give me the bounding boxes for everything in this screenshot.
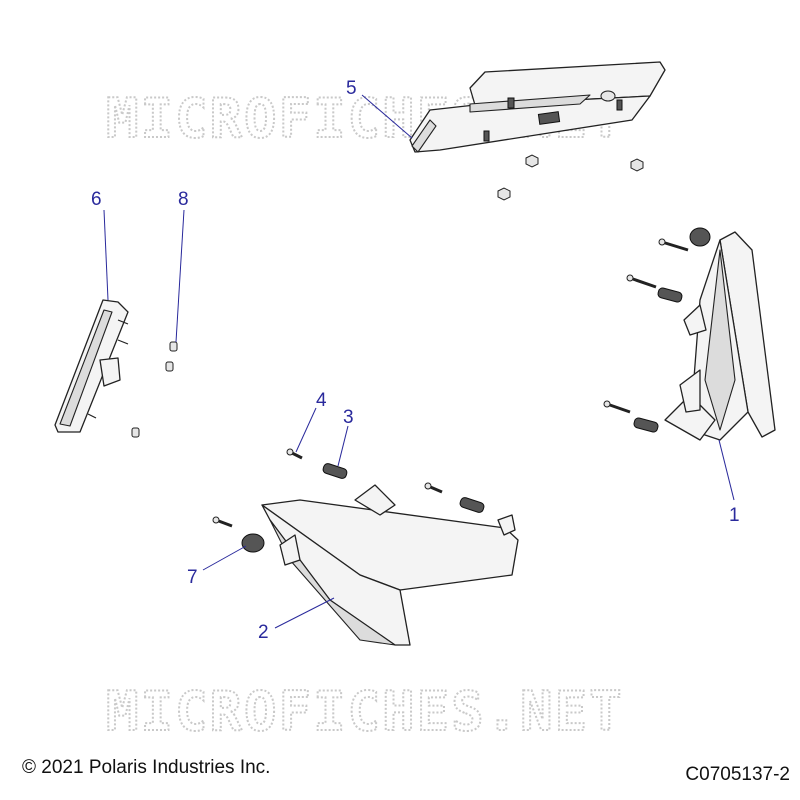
copyright-text: © 2021 Polaris Industries Inc. [22, 757, 271, 778]
callout-1: 1 [729, 505, 740, 526]
callout-3: 3 [343, 407, 354, 428]
part-8-clips [131, 341, 178, 438]
watermark-bottom: MICROFICHES.NET [106, 680, 624, 743]
part-2-hardware [212, 448, 485, 553]
callout-5: 5 [346, 78, 357, 99]
diagram-code: C0705137-2 [685, 764, 790, 785]
part-1-side-lamp [664, 231, 776, 441]
callout-2: 2 [258, 622, 269, 643]
part-2-lamp-assembly [261, 484, 519, 646]
part-6-side-lamp [54, 299, 129, 433]
part-5-nuts [497, 154, 644, 201]
callout-6: 6 [91, 189, 102, 210]
callout-7: 7 [187, 567, 198, 588]
part-1-hardware [603, 227, 711, 433]
part-5-tail-lamp [409, 61, 666, 153]
leader-lines [103, 94, 735, 629]
callout-4: 4 [316, 390, 327, 411]
callout-8: 8 [178, 189, 189, 210]
